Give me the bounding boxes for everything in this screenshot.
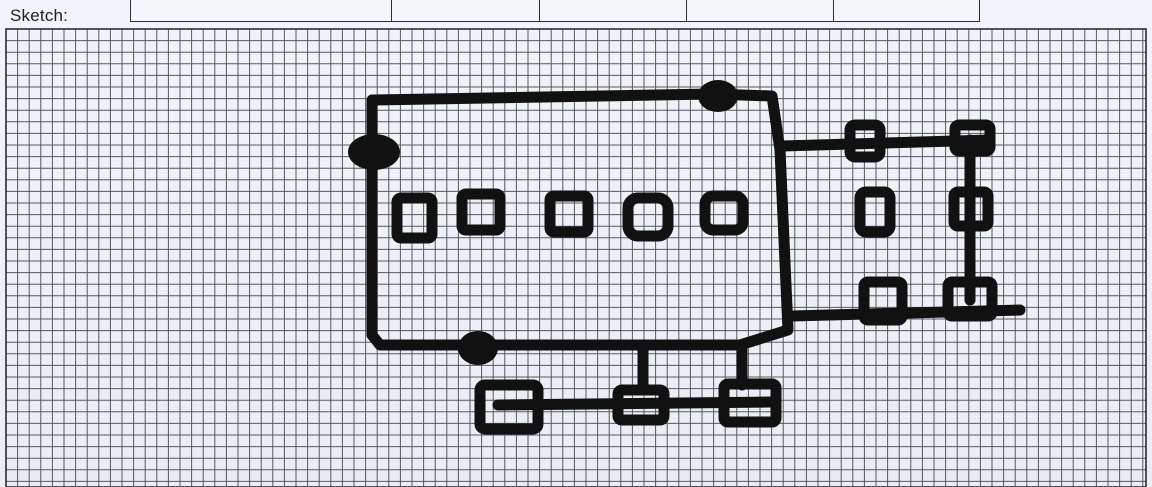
blob-left [348,134,400,170]
inner-square-1 [397,198,432,238]
blob-top-right [698,80,738,112]
blob-bottom [458,331,498,365]
inner-square-3 [550,196,588,232]
inner-square-4 [628,198,668,236]
inner-square-2 [462,194,500,230]
